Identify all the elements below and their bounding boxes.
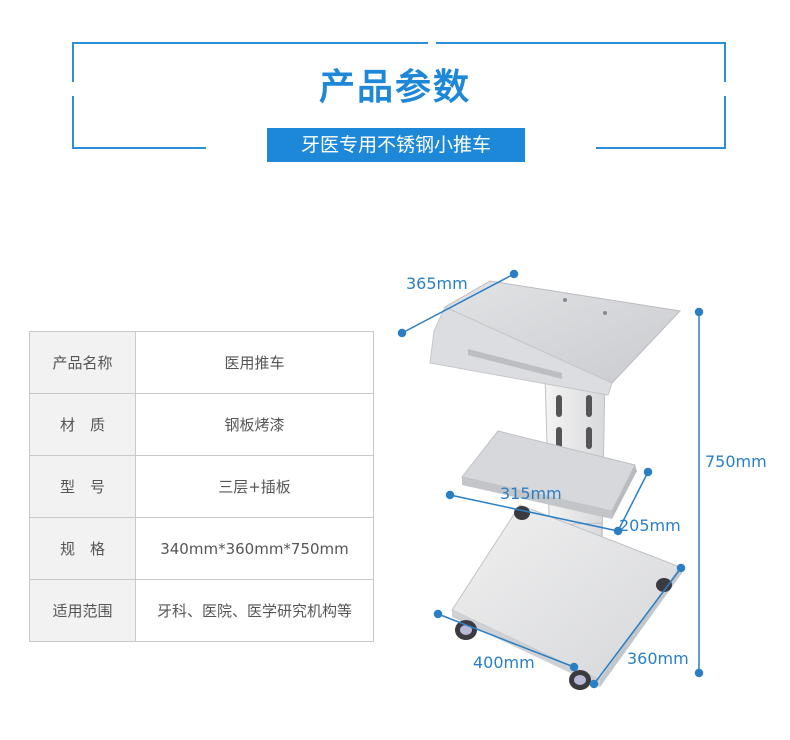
spec-key: 材 质 [29, 393, 136, 456]
frame-line-top-right [436, 42, 726, 44]
spec-value: 医用推车 [135, 331, 374, 394]
dimension-lines [397, 269, 704, 689]
dimension-middle-width: 315mm [500, 484, 562, 503]
spec-value: 钢板烤漆 [135, 393, 374, 456]
spec-value: 牙科、医院、医学研究机构等 [135, 579, 374, 642]
spec-key: 规 格 [29, 517, 136, 580]
table-row: 规 格 340mm*360mm*750mm [29, 517, 374, 580]
dimension-base-depth: 360mm [627, 649, 689, 668]
table-row: 适用范围 牙科、医院、医学研究机构等 [29, 579, 374, 642]
frame-line-top-left [72, 42, 428, 44]
cart-top-tray [429, 280, 682, 396]
dimension-top-width: 365mm [406, 274, 468, 293]
header-frame [0, 0, 790, 170]
spec-key: 型 号 [29, 455, 136, 518]
frame-line-bottom-left [72, 147, 206, 149]
frame-line-left-upper [72, 42, 74, 82]
dimension-base-width: 400mm [473, 653, 535, 672]
spec-value: 三层+插板 [135, 455, 374, 518]
spec-key: 产品名称 [29, 331, 136, 394]
dimension-middle-depth: 205mm [619, 516, 681, 535]
spec-table: 产品名称 医用推车 材 质 钢板烤漆 型 号 三层+插板 规 格 340mm*3… [29, 331, 374, 642]
dimension-height: 750mm [705, 452, 767, 471]
product-subtitle-banner: 牙医专用不锈钢小推车 [267, 128, 525, 162]
table-row: 产品名称 医用推车 [29, 331, 374, 394]
page-title: 产品参数 [318, 67, 471, 108]
cart-illustration [397, 269, 704, 690]
frame-line-right-lower [724, 96, 726, 148]
table-row: 型 号 三层+插板 [29, 455, 374, 518]
cart-middle-shelf [461, 430, 637, 519]
frame-line-left-lower [72, 96, 74, 148]
spec-value: 340mm*360mm*750mm [135, 517, 374, 580]
table-row: 材 质 钢板烤漆 [29, 393, 374, 456]
cart-wheels [455, 506, 672, 690]
frame-line-bottom-right [596, 147, 726, 149]
spec-key: 适用范围 [29, 579, 136, 642]
frame-line-right-upper [724, 42, 726, 82]
